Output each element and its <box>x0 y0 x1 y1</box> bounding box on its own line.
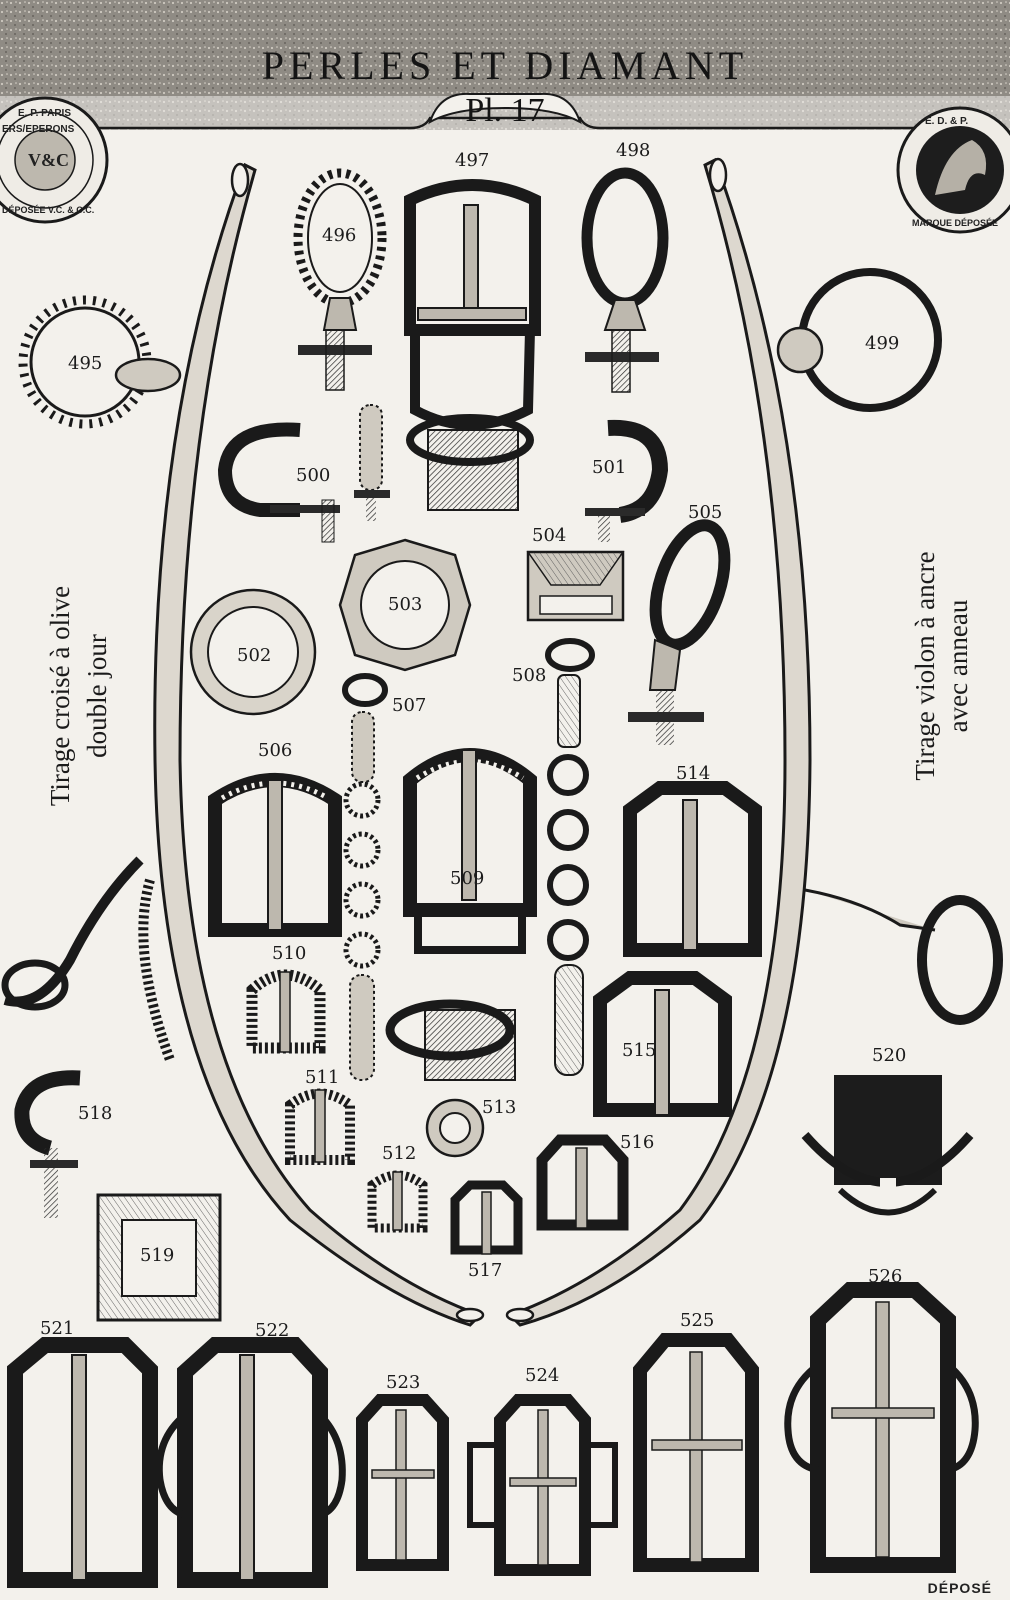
label-524: 524 <box>525 1365 560 1386</box>
label-501: 501 <box>592 457 627 478</box>
item-506-buckle <box>208 773 342 937</box>
header-rule <box>10 116 1000 130</box>
label-526: 526 <box>868 1266 903 1287</box>
label-508: 508 <box>512 665 547 686</box>
item-524-buckle <box>467 1394 618 1576</box>
label-516: 516 <box>620 1132 655 1153</box>
left-stamp-monogram: V&C <box>28 150 69 170</box>
item-501-hook <box>585 419 669 542</box>
item-516-buckle <box>536 1134 629 1231</box>
item-514-buckle <box>623 781 762 957</box>
label-498: 498 <box>616 140 651 161</box>
label-499: 499 <box>865 333 900 354</box>
item-502-washer <box>189 588 317 716</box>
item-503-faceted-ring <box>338 538 472 672</box>
label-522: 522 <box>255 1320 290 1341</box>
item-518-hook <box>14 1070 81 1218</box>
item-508-chain <box>545 638 595 1076</box>
label-505: 505 <box>688 502 723 523</box>
label-523: 523 <box>386 1372 421 1393</box>
right-horse-stamp <box>896 106 1010 234</box>
depose-mark: DÉPOSÉ <box>927 1580 992 1596</box>
label-519: 519 <box>140 1245 175 1266</box>
label-515: 515 <box>622 1040 657 1061</box>
label-507: 507 <box>392 695 427 716</box>
label-510: 510 <box>272 943 307 964</box>
label-511: 511 <box>305 1067 340 1088</box>
item-500-hook <box>217 404 390 543</box>
label-497: 497 <box>455 150 490 171</box>
right-anchor-ring <box>804 888 1003 1025</box>
item-496-terret <box>293 168 387 391</box>
label-513: 513 <box>482 1097 517 1118</box>
item-505-terret <box>628 519 731 745</box>
left-caption-line2: double jour <box>82 634 112 758</box>
item-520-strap-end <box>801 1075 974 1216</box>
item-504-faceted-block <box>526 550 625 622</box>
right-caption-line2: avec anneau <box>943 599 973 733</box>
label-506: 506 <box>258 740 293 761</box>
label-502: 502 <box>237 645 272 666</box>
item-519-frame <box>96 1193 222 1322</box>
label-495: 495 <box>68 353 103 374</box>
item-499-plain-ring <box>776 268 942 412</box>
left-stamp-ring-text: ERS/EPERONS <box>2 124 75 135</box>
item-509-buckle <box>385 748 537 1081</box>
label-525: 525 <box>680 1310 715 1331</box>
item-523-buckle <box>356 1394 449 1571</box>
left-caption-line1: Tirage croisé à olive <box>45 585 75 807</box>
label-503: 503 <box>388 594 423 615</box>
label-496: 496 <box>322 225 357 246</box>
item-498-terret <box>581 167 669 393</box>
item-515-buckle <box>593 971 732 1117</box>
item-525-buckle <box>633 1333 759 1572</box>
item-512-buckle <box>367 1170 428 1233</box>
left-crossed-strap <box>1 856 175 1062</box>
label-520: 520 <box>872 1045 907 1066</box>
item-507-chain <box>342 673 388 1081</box>
item-522-buckle <box>155 1337 346 1588</box>
plate-title: PERLES ET DIAMANT <box>261 43 749 88</box>
right-stamp-top-text: E. D. & P. <box>925 116 969 127</box>
label-521: 521 <box>40 1318 75 1339</box>
label-512: 512 <box>382 1143 417 1164</box>
item-517-buckle <box>450 1180 523 1255</box>
plate-number: Pl. 17 <box>465 92 545 129</box>
item-513-ring <box>425 1098 485 1158</box>
label-518: 518 <box>78 1103 113 1124</box>
right-stamp-bottom-text: MARQUE DÉPOSÉE <box>912 218 999 228</box>
left-stamp-bottom-text: DÉPOSÉE V.C. & C.C. <box>2 205 95 215</box>
label-500: 500 <box>296 465 331 486</box>
item-521-buckle <box>7 1337 158 1588</box>
label-514: 514 <box>676 763 711 784</box>
right-caption-line1: Tirage violon à ancre <box>910 551 940 781</box>
label-517: 517 <box>468 1260 503 1281</box>
label-509: 509 <box>450 868 485 889</box>
item-510-buckle <box>246 969 326 1054</box>
left-stamp-top-text: E. P. PARIS <box>18 108 71 119</box>
item-526-buckle <box>784 1282 979 1573</box>
label-504: 504 <box>532 525 567 546</box>
item-495-beaded-ring <box>18 295 182 429</box>
item-511-buckle <box>285 1088 355 1165</box>
plate-cartouche <box>428 92 582 125</box>
left-maker-stamp <box>0 96 109 224</box>
item-497-buckle <box>404 179 541 511</box>
